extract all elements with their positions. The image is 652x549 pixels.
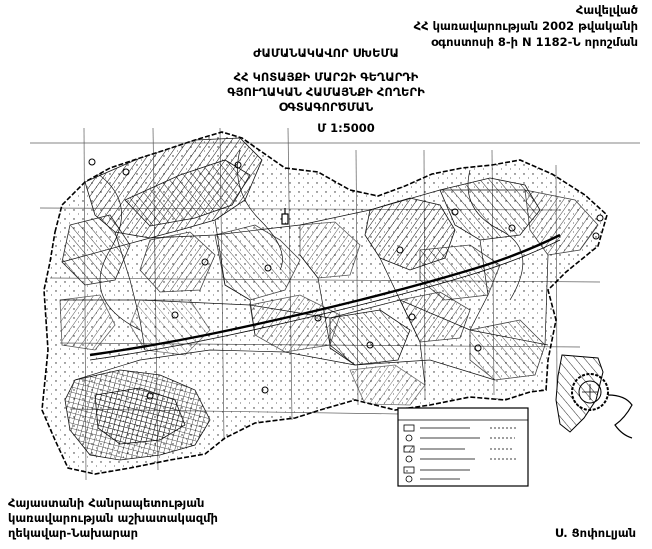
annex-label: Հավելված xyxy=(575,3,638,17)
title-line-3: ՕԳՏԱԳՈՐԾՄԱՆ xyxy=(278,100,374,114)
annex-decree: ՀՀ կառավարության 2002 թվականի xyxy=(413,19,638,33)
legend-box xyxy=(397,407,529,487)
title-line-1: ՀՀ ԿՈՏԱՅՔԻ ՄԱՐԶԻ ԳԵՂԱՐԴԻ xyxy=(233,70,419,84)
signer-name: Ս. Ցոփուլյան xyxy=(554,526,636,540)
official-title: Հայաստանի Հանրապետության կառավարության ա… xyxy=(8,496,218,541)
landmark-symbol xyxy=(281,208,289,225)
official-stamp xyxy=(555,354,633,439)
annex-header: Հավելված ՀՀ կառավարության 2002 թվականի օ… xyxy=(414,2,638,50)
annex-date: օգոստոսի 8-ի N 1182-Ն որոշման xyxy=(430,35,638,49)
official-line-3: ղեկավար-Նախարար xyxy=(8,526,138,540)
map-scale: Մ 1:5000 xyxy=(317,121,375,135)
scheme-title: ԺԱՄԱՆԱԿԱՎՈՐ ՍԽԵՄԱ xyxy=(253,46,399,60)
land-parcels xyxy=(59,137,599,461)
map-title-block: ԺԱՄԱՆԱԿԱՎՈՐ ՍԽԵՄԱ ՀՀ ԿՈՏԱՅՔԻ ՄԱՐԶԻ ԳԵՂԱՐ… xyxy=(0,46,652,136)
official-line-1: Հայաստանի Հանրապետության xyxy=(8,496,205,510)
land-use-symbols xyxy=(88,158,604,400)
official-line-2: կառավարության աշխատակազմի xyxy=(8,511,218,525)
road xyxy=(89,233,561,361)
title-line-2: ԳՅՈՒՂԱԿԱՆ ՀԱՄԱՅՆՔԻ ՀՈՂԵՐԻ xyxy=(227,85,425,99)
